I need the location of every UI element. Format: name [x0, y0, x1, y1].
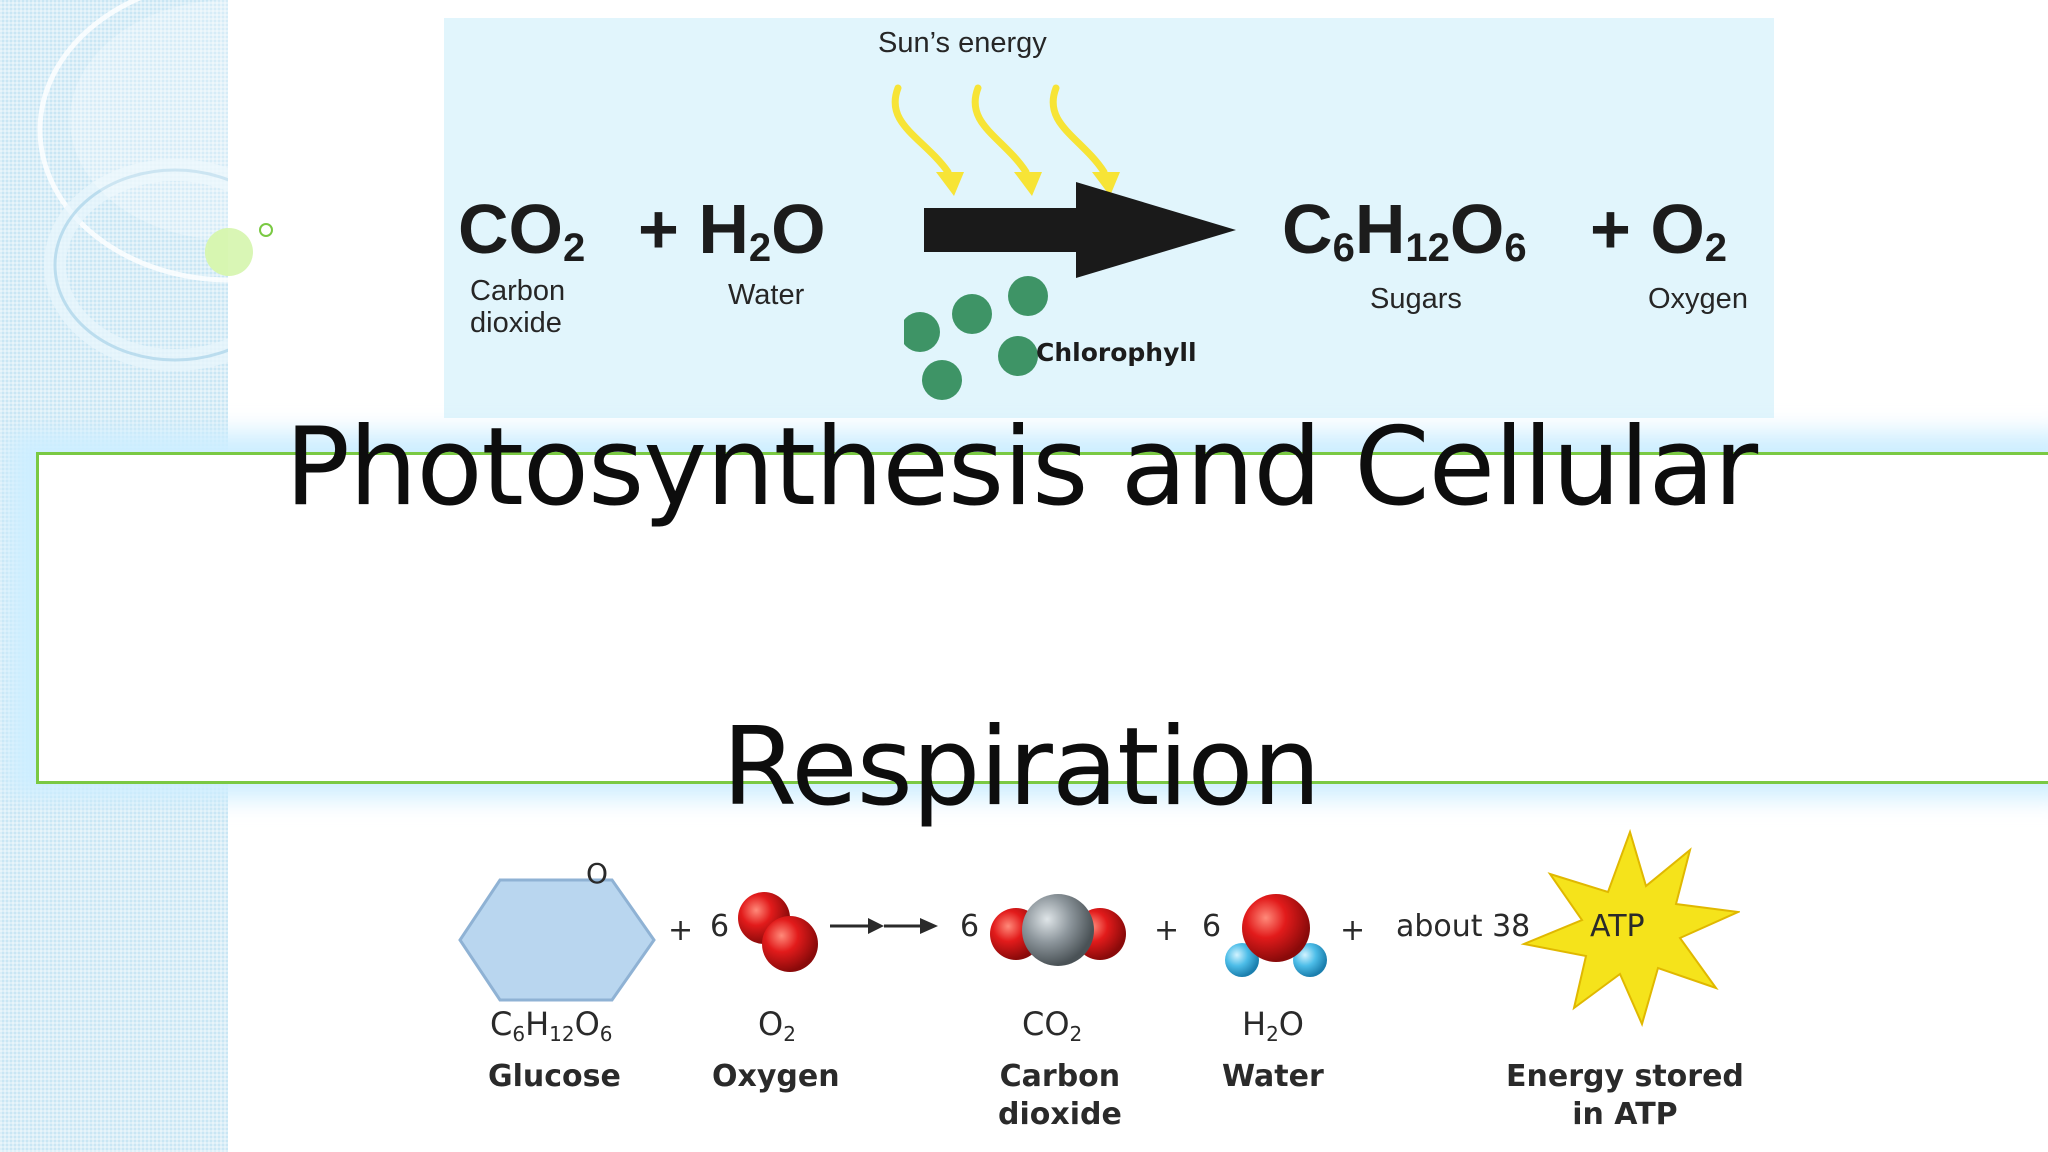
title-line-1: Photosynthesis and Cellular [284, 405, 1758, 530]
oxygen-label-small: Oxygen [712, 1059, 840, 1094]
o2-formula-small: O2 [758, 1005, 796, 1046]
co2-molecule-icon [990, 894, 1126, 966]
atp-star-icon [1520, 828, 1740, 1027]
plus-sign-3: + [1340, 913, 1366, 948]
reaction-arrow [924, 182, 1236, 278]
glucose-formula: C6H12O6 [1282, 190, 1527, 270]
title-line-2: Respiration [722, 705, 1321, 830]
water-label: Water [728, 279, 805, 311]
decorative-dots [205, 223, 273, 276]
chlorophyll-label: Chlorophyll [1036, 338, 1197, 367]
ring-oxygen-atom: O [586, 857, 609, 890]
water-label-small: Water [1222, 1059, 1324, 1094]
glucose-label: Glucose [488, 1059, 621, 1094]
co2-formula-small: CO2 [1022, 1005, 1083, 1046]
plus-sign-2: + [1154, 913, 1180, 948]
sun-energy-label: Sun’s energy [878, 27, 1047, 59]
glucose-formula-small: C6H12O6 [490, 1005, 613, 1046]
water-molecule-icon [1225, 894, 1327, 977]
plus-sign-1: + [668, 913, 694, 948]
about-38-text: about 38 [1396, 909, 1531, 944]
h2o-formula-small: H2O [1242, 1005, 1304, 1046]
sugars-label: Sugars [1370, 283, 1462, 315]
o2-formula: + O2 [1590, 190, 1728, 270]
co2-formula: CO2 [458, 190, 586, 270]
title-box [36, 452, 2048, 784]
atp-label: ATP [1590, 909, 1645, 944]
oxygen-label: Oxygen [1648, 283, 1748, 315]
sun-energy-arrows [891, 84, 1120, 196]
respiration-diagram: O + 6 6 [440, 808, 1780, 1152]
double-arrow-icon [830, 918, 938, 934]
coefficient-oxygen: 6 [710, 909, 730, 944]
h2o-formula: + H2O [638, 190, 826, 270]
oxygen-molecule-icon [738, 892, 818, 972]
coefficient-water: 6 [1202, 909, 1222, 944]
chlorophyll-dots [904, 276, 1048, 400]
glucose-ring-icon [458, 878, 656, 1002]
coefficient-co2: 6 [960, 909, 980, 944]
